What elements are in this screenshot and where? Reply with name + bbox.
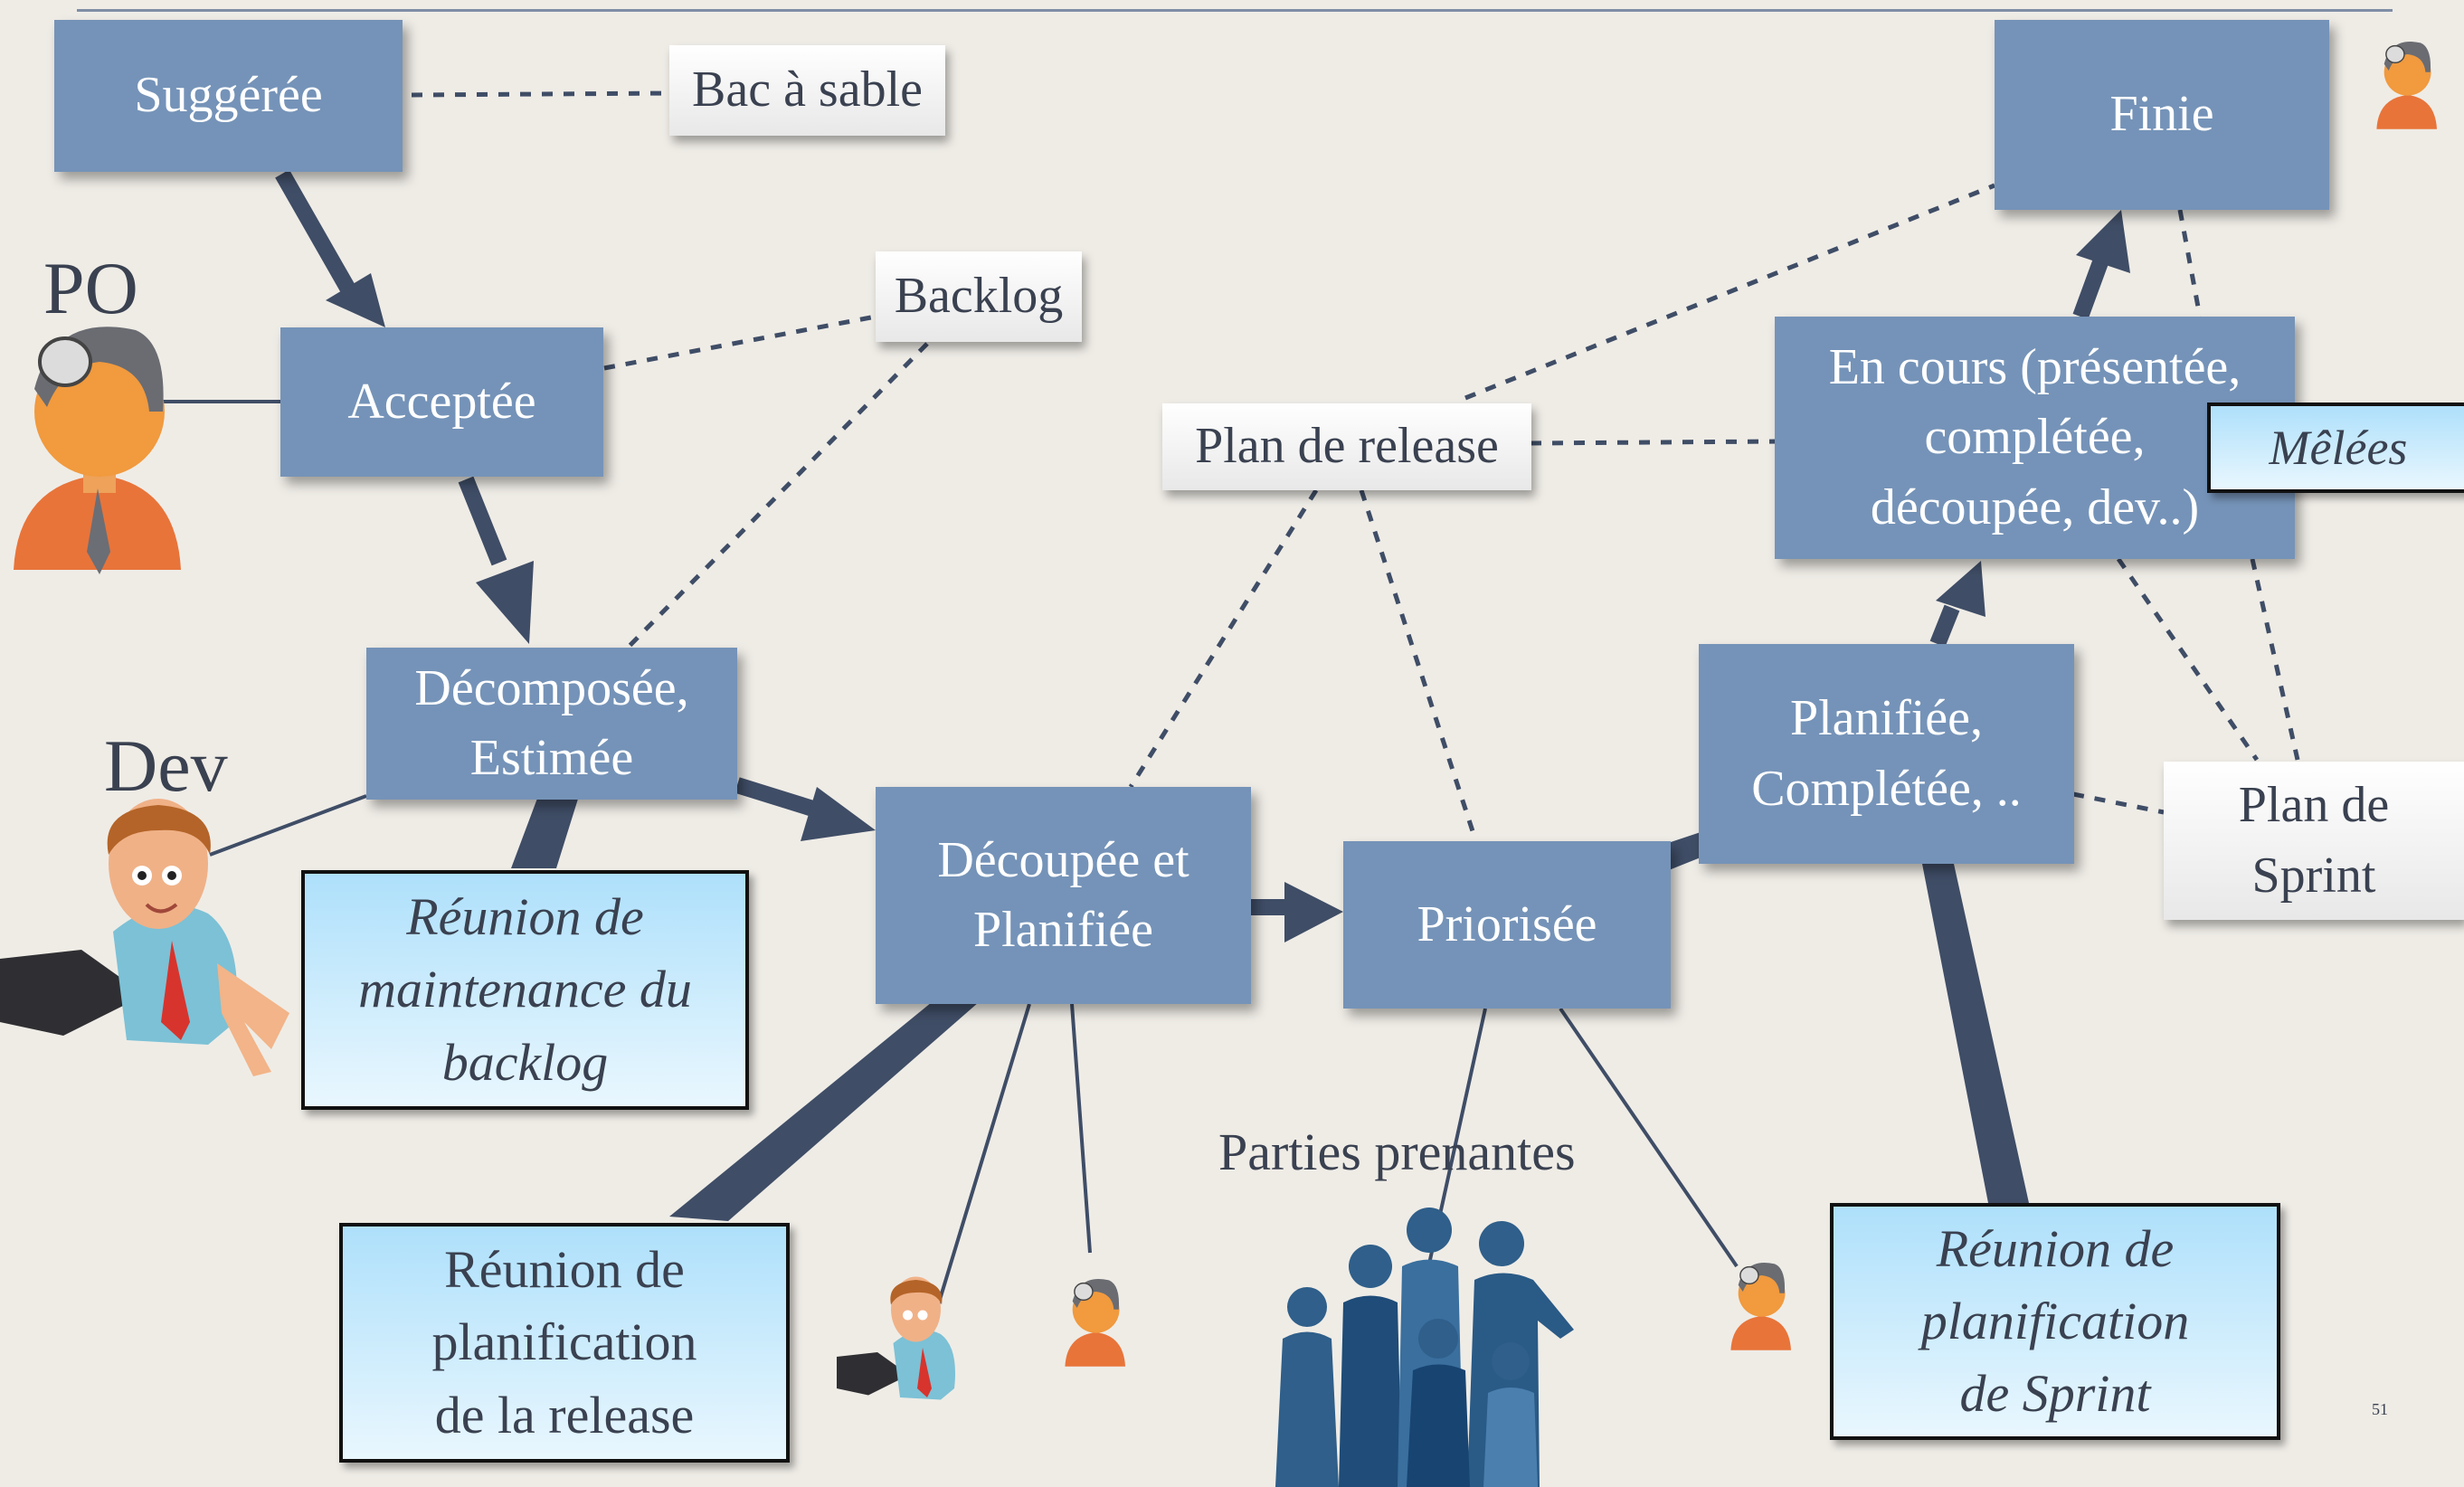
dash-release-finie	[1464, 183, 1995, 401]
artifact-bac-a-sable[interactable]: Bac à sable	[669, 45, 945, 136]
thick-decoupee-release	[669, 1002, 979, 1221]
meeting-planification-release[interactable]: Réunion de planification de la release	[339, 1223, 790, 1463]
meeting-planification-sprint[interactable]: Réunion de planification de Sprint	[1830, 1203, 2280, 1440]
dash-release-encours	[1530, 439, 1778, 446]
dash-planifiee-plansprint	[2072, 791, 2165, 815]
stakeholders-label: Parties prenantes	[1218, 1122, 1576, 1181]
dash-backlog-decomposee	[622, 342, 929, 653]
state-suggeree[interactable]: Suggérée	[54, 20, 403, 172]
role-label-po: PO	[43, 247, 138, 329]
dash-acceptee-backlog	[603, 314, 877, 371]
header-rule	[77, 9, 2393, 12]
artifact-backlog[interactable]: Backlog	[876, 251, 1082, 342]
dash-release-decoupee	[1128, 488, 1319, 789]
state-decomposee[interactable]: Décomposée, Estimée	[366, 648, 737, 800]
arrow-planifiee-encours	[1929, 604, 1960, 648]
state-en-cours[interactable]: En cours (présentée, complétée, découpée…	[1775, 317, 2295, 559]
dash-suggeree-bac	[411, 90, 670, 98]
dash-finie-encours	[2177, 209, 2203, 317]
state-decoupee-planifiee[interactable]: Découpée et Planifiée	[876, 787, 1251, 1004]
arrow-decomposee-decoupee	[734, 777, 821, 819]
artifact-plan-de-sprint[interactable]: Plan de Sprint	[2164, 762, 2464, 920]
arrow-encours-finie	[2072, 259, 2109, 320]
artifact-melees[interactable]: Mêlées	[2207, 403, 2464, 493]
arrow-planifiee-encours-head	[1936, 561, 1985, 617]
state-planifiee[interactable]: Planifiée, Complétée, ..	[1699, 644, 2074, 864]
arrow-decomposee-decoupee-head	[801, 787, 876, 841]
line-dev-decomposee	[209, 794, 367, 857]
role-label-dev: Dev	[104, 725, 228, 807]
dash-encours-plansprint-1	[2116, 557, 2260, 762]
arrow-decoupee-priorisee-head	[1284, 882, 1343, 942]
arrow-suggeree-acceptee-head	[326, 273, 385, 327]
state-priorisee[interactable]: Priorisée	[1343, 841, 1671, 1009]
line-decoupee-dev	[934, 1003, 1031, 1312]
thick-planifiee-sprint	[1922, 864, 2029, 1203]
line-priorisee-po	[1559, 1007, 1739, 1268]
thick-decomposee-maintenance	[511, 796, 579, 868]
page-number: 51	[2372, 1400, 2388, 1418]
arrow-acceptee-decomposee	[458, 476, 507, 566]
arrow-acceptee-decomposee-head	[476, 561, 534, 644]
meeting-maintenance-backlog[interactable]: Réunion de maintenance du backlog	[301, 870, 749, 1110]
arrow-suggeree-acceptee	[275, 169, 355, 292]
artifact-plan-de-release[interactable]: Plan de release	[1162, 403, 1531, 490]
arrow-encours-finie-head	[2076, 210, 2130, 273]
state-finie[interactable]: Finie	[1995, 20, 2329, 210]
dash-encours-plansprint-2	[2250, 558, 2300, 761]
dash-release-priorisee	[1359, 489, 1477, 838]
state-acceptee[interactable]: Acceptée	[280, 327, 603, 477]
line-decoupee-po	[1070, 1003, 1092, 1254]
